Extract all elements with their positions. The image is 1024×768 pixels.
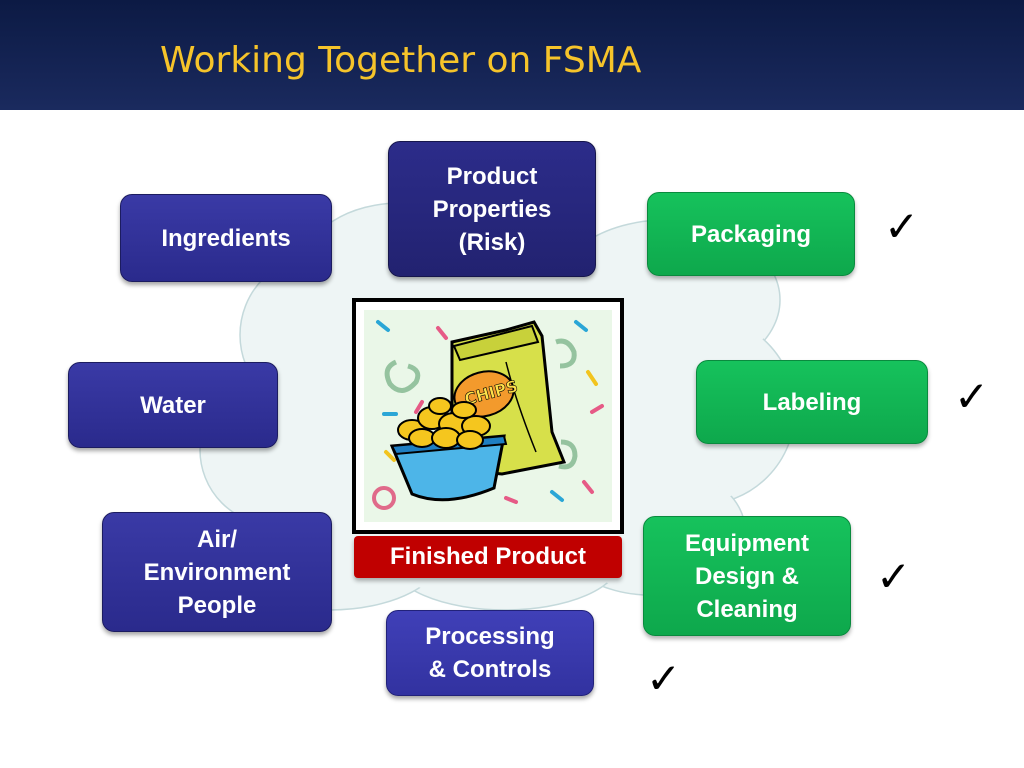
processing-check-icon: ✓ xyxy=(646,654,682,703)
packaging-label: Packaging xyxy=(690,220,812,248)
finished-product-label: Finished Product xyxy=(354,536,622,578)
air-environment-label: Air/ Environment People xyxy=(143,525,291,619)
processing-box: Processing & Controls xyxy=(386,610,594,696)
product-properties-label: Product Properties (Risk) xyxy=(432,162,552,256)
title-bar: Working Together on FSMA xyxy=(0,0,1024,110)
finished-product-image: CHIPS xyxy=(352,298,624,534)
product-properties-box: Product Properties (Risk) xyxy=(388,141,596,277)
labeling-box: Labeling xyxy=(696,360,928,444)
water-box: Water xyxy=(68,362,278,448)
air-environment-box: Air/ Environment People xyxy=(102,512,332,632)
equipment-box: Equipment Design & Cleaning xyxy=(643,516,851,636)
packaging-box: Packaging xyxy=(647,192,855,276)
ingredients-label: Ingredients xyxy=(161,224,291,252)
equipment-check-icon: ✓ xyxy=(876,552,912,601)
water-label: Water xyxy=(140,391,206,419)
chips-clipart-icon: CHIPS xyxy=(364,310,612,522)
equipment-label: Equipment Design & Cleaning xyxy=(685,529,809,623)
slide-title: Working Together on FSMA xyxy=(160,40,642,81)
ingredients-box: Ingredients xyxy=(120,194,332,282)
processing-label: Processing & Controls xyxy=(425,623,555,683)
labeling-check-icon: ✓ xyxy=(954,372,990,421)
labeling-label: Labeling xyxy=(762,388,862,416)
packaging-check-icon: ✓ xyxy=(884,202,920,251)
